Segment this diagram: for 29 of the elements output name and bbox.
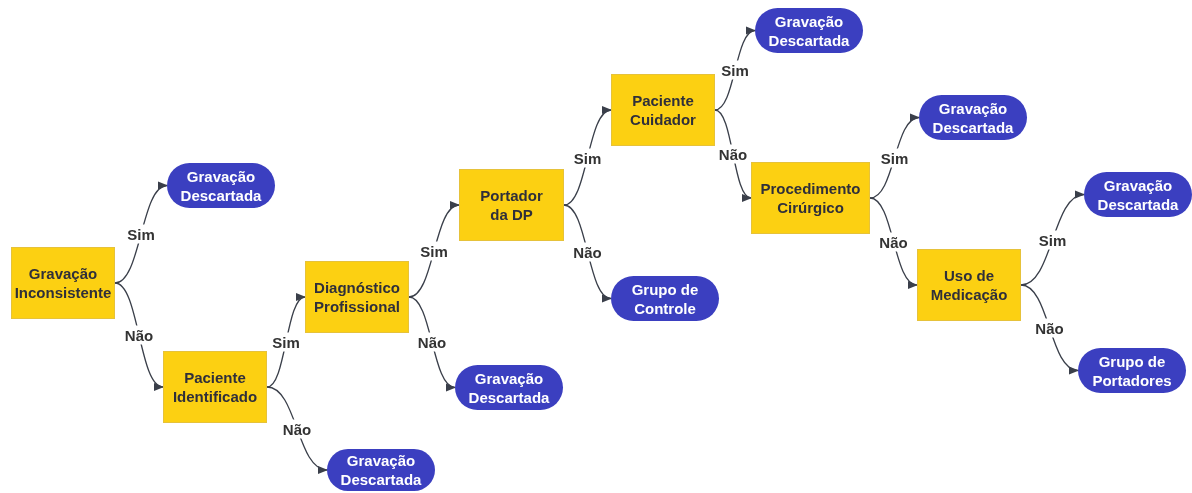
process-box: Paciente Identificado [163,351,267,423]
edge-label: Não [122,325,156,345]
outcome-pill: Gravação Descartada [455,365,563,410]
outcome-pill: Gravação Descartada [167,163,275,208]
edge-label: Sim [1036,230,1069,250]
process-box: Gravação Inconsistente [11,247,115,319]
edge-label: Sim [125,224,157,244]
edge-label: Sim [719,60,751,80]
outcome-pill: Grupo de Portadores [1078,348,1186,393]
process-box: Diagnóstico Profissional [305,261,409,333]
edge-label: Sim [270,332,302,352]
outcome-pill: Grupo de Controle [611,276,719,321]
edge-label: Não [571,242,604,262]
edge-label: Não [1033,318,1066,338]
edge-label: Não [877,232,910,251]
process-box: Paciente Cuidador [611,74,715,146]
outcome-pill: Gravação Descartada [327,449,435,491]
edge-label: Não [280,419,314,438]
edge-label: Sim [418,241,450,261]
outcome-pill: Gravação Descartada [1084,172,1192,217]
process-box: Uso de Medicação [917,249,1021,321]
outcome-pill: Gravação Descartada [919,95,1027,140]
edge-label: Não [716,144,750,164]
outcome-pill: Gravação Descartada [755,8,863,53]
edge-label: Sim [571,148,604,167]
process-box: Portador da DP [459,169,564,241]
edge-label: Sim [878,148,911,168]
edge-label: Não [415,332,449,352]
process-box: Procedimento Cirúrgico [751,162,870,234]
